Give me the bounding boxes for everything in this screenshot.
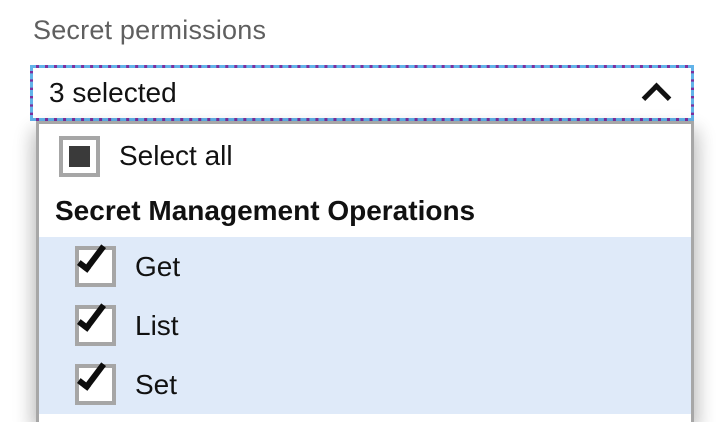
check-icon bbox=[76, 240, 107, 273]
option-label: Set bbox=[135, 368, 178, 400]
set-checkbox-checked[interactable] bbox=[75, 358, 116, 405]
option-label: List bbox=[135, 309, 179, 341]
list-checkbox-checked[interactable] bbox=[75, 299, 116, 346]
field-label: Secret permissions bbox=[33, 15, 267, 45]
option-set[interactable]: Set bbox=[39, 355, 691, 414]
option-label: Get bbox=[135, 250, 181, 282]
select-all-checkbox-indeterminate[interactable] bbox=[59, 135, 100, 177]
combobox-selected-count: 3 selected bbox=[49, 77, 177, 108]
secret-permissions-combobox[interactable]: 3 selected bbox=[30, 65, 694, 121]
check-icon bbox=[76, 299, 107, 332]
chevron-up-icon[interactable] bbox=[641, 82, 672, 113]
indeterminate-mark bbox=[69, 145, 90, 167]
permissions-dropdown-panel: Select all Secret Management Operations … bbox=[36, 121, 694, 422]
check-icon bbox=[76, 358, 107, 391]
options-group: Get List Set bbox=[39, 237, 691, 414]
group-header-secret-management-operations: Secret Management Operations bbox=[55, 195, 476, 226]
select-all-option[interactable]: Select all bbox=[39, 127, 691, 185]
select-all-label: Select all bbox=[119, 140, 233, 171]
option-list[interactable]: List bbox=[39, 296, 691, 355]
option-get[interactable]: Get bbox=[39, 237, 691, 296]
get-checkbox-checked[interactable] bbox=[75, 240, 116, 287]
